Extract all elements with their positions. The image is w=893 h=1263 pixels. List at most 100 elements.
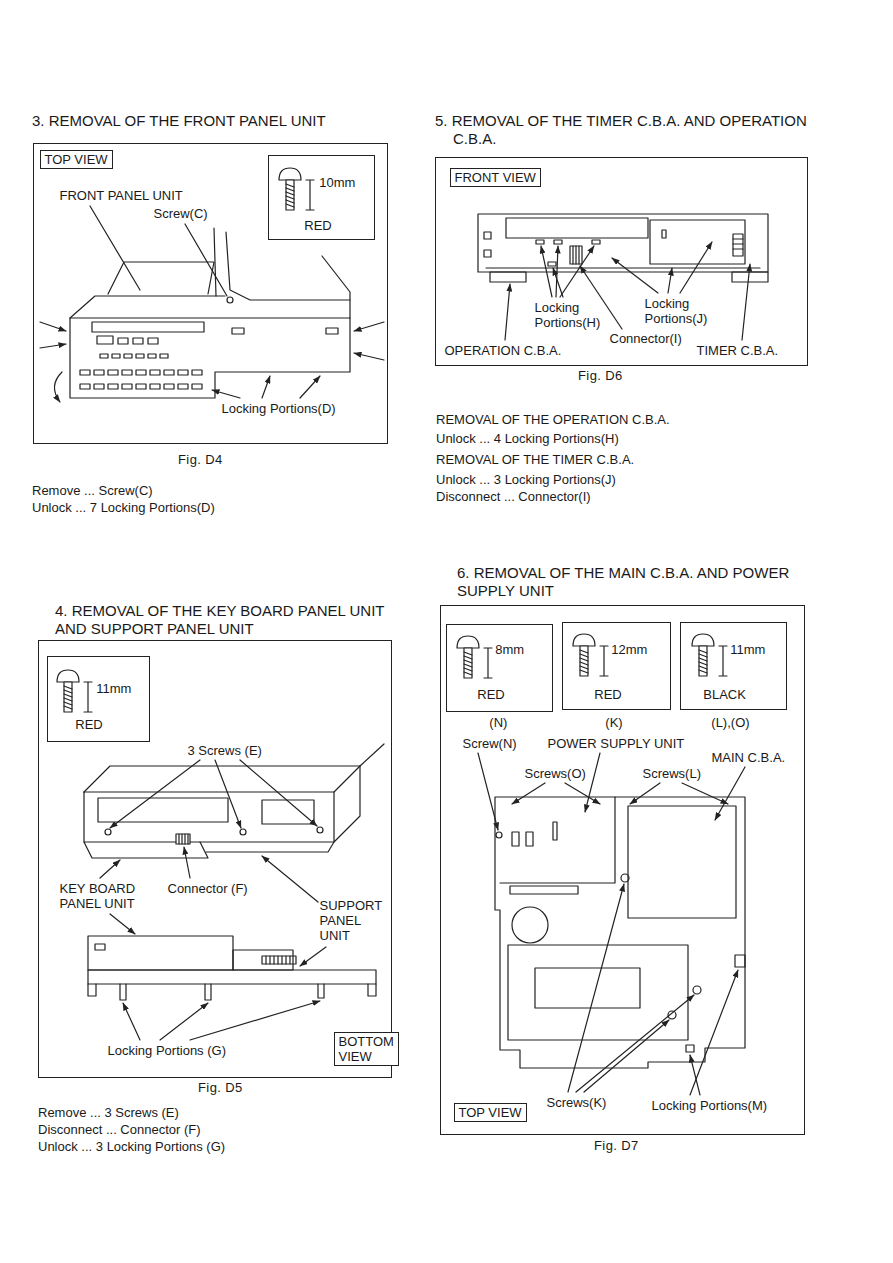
- screw-spec-box: 11mmRED: [47, 656, 150, 742]
- screw-spec: (L),(O): [711, 715, 749, 730]
- board-drawing: [512, 832, 519, 846]
- view-label: TOP VIEW: [459, 1105, 522, 1120]
- board-drawing: [535, 968, 640, 1008]
- screw-icon: [464, 648, 472, 678]
- vcr-front-drawing: [486, 267, 760, 268]
- view-label: FRONT VIEW: [455, 170, 536, 185]
- leader-arrow: [354, 353, 384, 360]
- view-tag: TOP VIEW: [454, 1103, 527, 1122]
- procedure-heading: REMOVAL OF THE OPERATION C.B.A.: [436, 412, 670, 427]
- vcr-drawing: [322, 256, 350, 318]
- leader-arrow: [560, 246, 594, 297]
- figure-frame: 3 Screws (E)KEY BOARD PANEL UNITConnecto…: [38, 640, 392, 1078]
- leader-arrow: [184, 847, 190, 878]
- leader-arrow: [240, 760, 317, 826]
- board-drawing: [628, 806, 736, 918]
- screw-spec: RED: [304, 218, 331, 233]
- procedure-step: Unlock ... 7 Locking Portions(D): [32, 500, 215, 515]
- figure-frame: Screw(N)POWER SUPPLY UNITMAIN C.B.A.Scre…: [440, 605, 805, 1135]
- vcr-drawing: [92, 322, 204, 332]
- vcr-front-drawing: [548, 262, 556, 266]
- bottom-view-drawing: [262, 956, 296, 964]
- figure-frame: FRONT PANEL UNITScrew(C)Locking Portions…: [33, 143, 388, 444]
- screw-icon: [279, 168, 301, 180]
- leader-arrow: [215, 760, 241, 828]
- screw-icon: [457, 636, 492, 678]
- vcr-drawing: [148, 338, 158, 344]
- screw-icon: [580, 650, 588, 673]
- vcr-drawing: [240, 829, 246, 835]
- screw-icon: [457, 636, 479, 648]
- procedure-step: Disconnect ... Connector(I): [436, 489, 591, 504]
- vcr-drawing: [232, 328, 244, 334]
- leader-arrow: [742, 264, 750, 340]
- bottom-view-drawing: [95, 944, 105, 950]
- section-heading: 6. REMOVAL OF THE MAIN C.B.A. AND POWER …: [457, 564, 792, 600]
- part-label: OPERATION C.B.A.: [445, 343, 562, 358]
- screw-icon: [57, 670, 92, 712]
- screw-spec-box: 11mmBLACK(L),(O): [680, 622, 787, 710]
- screw-spec: BLACK: [703, 687, 746, 702]
- leader-arrow: [110, 760, 200, 828]
- board-drawing: [496, 832, 502, 838]
- part-label: Screw(C): [154, 206, 208, 221]
- vcr-front-drawing: [733, 234, 743, 256]
- screw-icon: [464, 652, 472, 675]
- part-label: Locking Portions(J): [645, 296, 708, 326]
- screw-icon: [286, 180, 294, 210]
- procedure-heading: REMOVAL OF THE TIMER C.B.A.: [436, 452, 634, 467]
- vcr-drawing: [80, 384, 202, 389]
- leader-arrow: [612, 258, 658, 293]
- vcr-front-drawing: [570, 246, 582, 264]
- illustration-layer: [40, 168, 768, 1095]
- board-drawing: [693, 986, 701, 994]
- screw-spec: RED: [477, 687, 504, 702]
- leader-arrow: [478, 753, 745, 1095]
- leader-arrow: [300, 376, 320, 398]
- leader-arrow: [668, 268, 672, 293]
- vcr-front-drawing: [732, 272, 768, 282]
- leader-line: [185, 224, 227, 296]
- part-label: Screws(K): [547, 1095, 607, 1110]
- screw-spec-box: 10mmRED: [268, 155, 375, 240]
- screw-icon: [600, 646, 608, 676]
- vcr-front-drawing: [650, 220, 745, 264]
- part-label: POWER SUPPLY UNIT: [548, 736, 685, 751]
- vcr-drawing: [262, 800, 314, 824]
- vcr-drawing: [118, 338, 128, 344]
- board-drawing: [686, 1045, 694, 1052]
- vcr-drawing: [97, 336, 113, 344]
- screw-icon: [692, 634, 727, 676]
- leader-arrow: [54, 372, 62, 402]
- screw-icon: [484, 648, 492, 678]
- vcr-drawing: [105, 829, 111, 835]
- leader-arrow: [505, 242, 750, 340]
- vcr-front-drawing: [478, 214, 768, 282]
- vcr-drawing: [70, 228, 350, 398]
- leader-arrow: [354, 322, 384, 331]
- leader-arrow: [630, 783, 660, 804]
- board-drawing: [495, 797, 745, 1068]
- section-heading: 3. REMOVAL OF THE FRONT PANEL UNIT: [32, 112, 326, 130]
- part-label: 3 Screws (E): [188, 743, 262, 758]
- leader-arrow: [565, 783, 600, 804]
- screw-spec: 10mm: [319, 175, 355, 190]
- leader-arrow: [682, 783, 728, 804]
- vcr-drawing: [227, 297, 233, 303]
- part-label: Connector(I): [610, 331, 682, 346]
- bottom-view-drawing: [88, 984, 376, 1000]
- screw-icon: [573, 634, 595, 646]
- vcr-front-drawing: [733, 239, 743, 249]
- leader-arrow: [690, 970, 738, 1095]
- vcr-front-drawing: [573, 246, 579, 264]
- screw-icon: [286, 184, 294, 207]
- leader-arrow: [556, 246, 558, 297]
- vcr-front-drawing: [554, 240, 562, 244]
- screw-icon: [580, 646, 588, 676]
- screw-icon: [692, 634, 714, 646]
- leader-arrow: [512, 783, 545, 804]
- view-tag: FRONT VIEW: [450, 168, 541, 187]
- procedure-step: Remove ... 3 Screws (E): [38, 1105, 179, 1120]
- board-drawing: [735, 955, 745, 967]
